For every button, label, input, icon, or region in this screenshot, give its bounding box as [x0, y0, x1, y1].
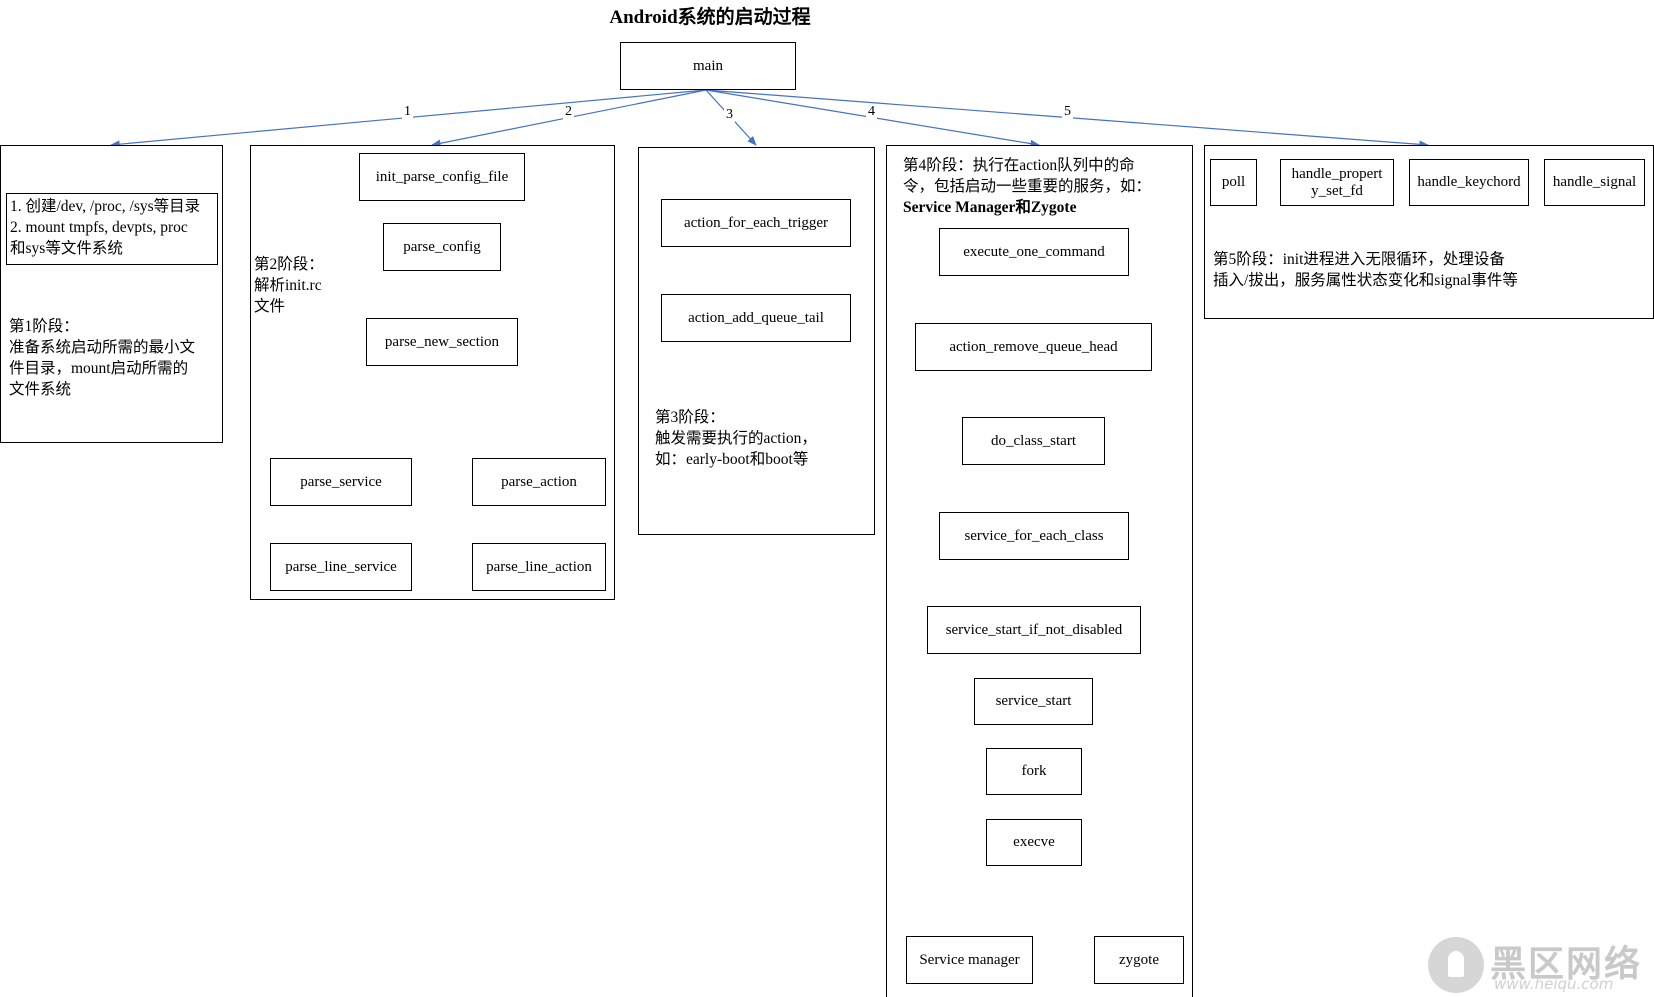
node-do-class-start: do_class_start — [962, 417, 1105, 465]
watermark-logo-icon — [1428, 937, 1484, 993]
node-execve: execve — [986, 819, 1082, 866]
node-parse-config: parse_config — [383, 223, 501, 271]
stage4-note-line: 第4阶段：执行在action队列中的命 — [903, 157, 1135, 174]
watermark-text: 黑区网络 — [1490, 944, 1643, 985]
node-main: main — [620, 42, 796, 90]
node-parse-line-action: parse_line_action — [472, 543, 606, 591]
node-poll: poll — [1210, 159, 1257, 206]
node-init-parse-config-file: init_parse_config_file — [359, 153, 525, 201]
node-parse-action: parse_action — [472, 458, 606, 506]
stage1-list-line: 2. mount tmpfs, devpts, proc — [10, 219, 188, 236]
stage1-note-line: 件目录，mount启动所需的 — [9, 360, 189, 377]
edge-label-5: 5 — [1062, 104, 1073, 120]
stage2-note-line: 文件 — [254, 298, 286, 315]
stage1-list-line: 1. 创建/dev, /proc, /sys等目录 — [10, 198, 201, 215]
node-action-add-queue-tail: action_add_queue_tail — [661, 294, 851, 342]
stage2-container — [250, 145, 615, 600]
node-handle-property-set-fd: handle_propert y_set_fd — [1280, 159, 1394, 206]
edge-label-1: 1 — [402, 104, 413, 120]
stage1-note: 第1阶段： 准备系统启动所需的最小文 件目录，mount启动所需的 文件系统 — [9, 316, 221, 400]
stage2-note: 第2阶段： 解析init.rc 文件 — [254, 254, 354, 317]
stage4-note: 第4阶段：执行在action队列中的命 令，包括启动一些重要的服务，如： Ser… — [903, 155, 1188, 218]
stage5-note: 第5阶段：init进程进入无限循环，处理设备 插入/拔出，服务属性状态变化和si… — [1213, 249, 1633, 291]
edge-label-4: 4 — [866, 104, 877, 120]
stage3-note-line: 第3阶段： — [655, 409, 725, 426]
node-execute-one-command: execute_one_command — [939, 228, 1129, 276]
node-parse-line-service: parse_line_service — [270, 543, 412, 591]
stage3-note: 第3阶段： 触发需要执行的action， 如：early-boot和boot等 — [655, 407, 870, 470]
stage2-note-line: 第2阶段： — [254, 256, 324, 273]
stage1-note-line: 第1阶段： — [9, 318, 79, 335]
node-handle-keychord: handle_keychord — [1409, 159, 1529, 206]
node-service-start-if-not-disabled: service_start_if_not_disabled — [927, 606, 1141, 654]
watermark-url: www.heiqu.com — [1494, 975, 1614, 993]
stage1-note-line: 文件系统 — [9, 381, 72, 398]
node-service-for-each-class: service_for_each_class — [939, 512, 1129, 560]
node-service-start: service_start — [974, 678, 1093, 725]
node-action-remove-queue-head: action_remove_queue_head — [915, 323, 1152, 371]
stage3-note-line: 触发需要执行的action， — [655, 430, 817, 447]
edge-label-2: 2 — [563, 104, 574, 120]
stage1-list-box: 1. 创建/dev, /proc, /sys等目录 2. mount tmpfs… — [6, 193, 218, 265]
stage4-note-line: Service Manager和Zygote — [903, 199, 1077, 216]
node-service-manager: Service manager — [906, 936, 1033, 984]
watermark: 黑区网络 www.heiqu.com — [1418, 933, 1648, 995]
stage5-note-line: 第5阶段：init进程进入无限循环，处理设备 — [1213, 251, 1505, 268]
node-handle-signal: handle_signal — [1544, 159, 1645, 206]
stage1-note-line: 准备系统启动所需的最小文 — [9, 339, 196, 356]
node-fork: fork — [986, 748, 1082, 795]
node-parse-service: parse_service — [270, 458, 412, 506]
node-zygote: zygote — [1094, 936, 1184, 984]
stage2-note-line: 解析init.rc — [254, 277, 322, 294]
stage1-list-line: 和sys等文件系统 — [10, 240, 123, 257]
stage3-note-line: 如：early-boot和boot等 — [655, 451, 809, 468]
stage5-note-line: 插入/拔出，服务属性状态变化和signal事件等 — [1213, 272, 1518, 289]
diagram-title: Android系统的启动过程 — [609, 7, 811, 28]
stage4-note-line: 令，包括启动一些重要的服务，如： — [903, 178, 1152, 195]
node-action-for-each-trigger: action_for_each_trigger — [661, 199, 851, 247]
edge-label-3: 3 — [724, 107, 735, 123]
node-parse-new-section: parse_new_section — [366, 318, 518, 366]
